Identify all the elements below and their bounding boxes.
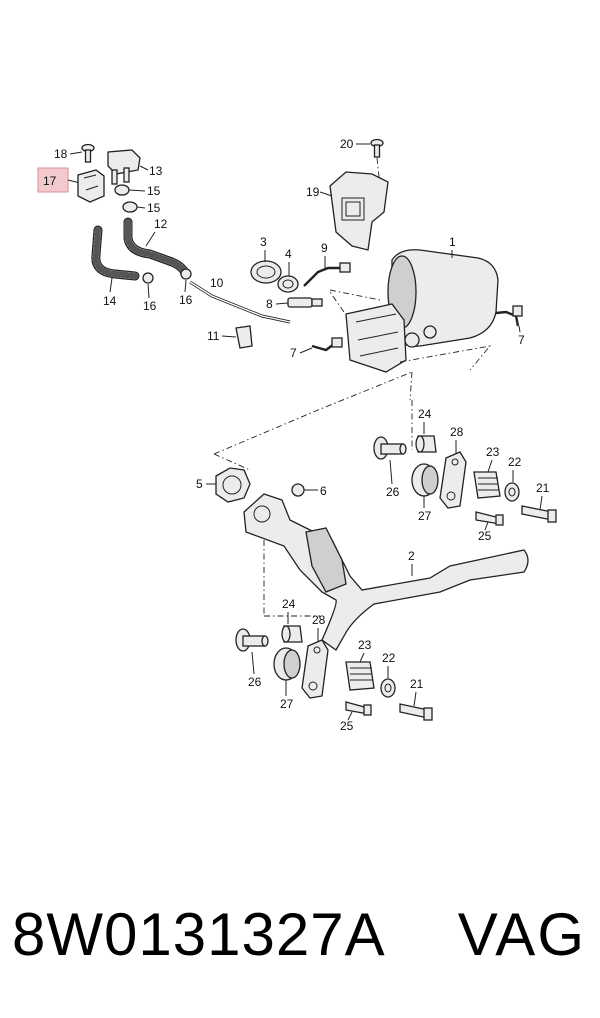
callout-27-lower: 27	[280, 697, 294, 711]
bracket-17	[77, 169, 105, 203]
callout-28-upper: 28	[450, 425, 464, 439]
callout-14: 14	[103, 294, 117, 308]
clip-11	[235, 325, 253, 349]
callout-20: 20	[340, 137, 354, 151]
callout-28-lower: 28	[312, 613, 326, 627]
callout-3: 3	[260, 235, 267, 249]
callout-16-left: 16	[143, 299, 157, 313]
callout-22-lower: 22	[382, 651, 396, 665]
callout-26-upper: 26	[386, 485, 400, 499]
brand-name: VAG	[457, 901, 586, 968]
callout-17: 17	[43, 174, 57, 188]
callout-19: 19	[306, 185, 320, 199]
part-number: 8W0131327A	[12, 901, 386, 968]
callout-2: 2	[408, 549, 415, 563]
pressure-sensor-13	[107, 149, 141, 175]
callout-1: 1	[449, 235, 456, 249]
heat-shield-19	[329, 171, 389, 251]
callout-15-lower: 15	[147, 201, 161, 215]
exhaust-parts-diagram: 17 18 13 15 15 14 12 16 16 10 11 20	[37, 137, 557, 733]
callout-26-lower: 26	[248, 675, 262, 689]
callout-16-right: 16	[179, 293, 193, 307]
callout-18: 18	[54, 147, 68, 161]
callout-17-highlight	[37, 167, 69, 193]
callout-9: 9	[321, 241, 328, 255]
callout-25-upper: 25	[478, 529, 492, 543]
callout-7-right: 7	[518, 333, 525, 347]
callout-21-upper: 21	[536, 481, 550, 495]
callout-5: 5	[196, 477, 203, 491]
hanger-28-upper	[439, 451, 467, 509]
callout-25-lower: 25	[340, 719, 354, 733]
callout-23-lower: 23	[358, 638, 372, 652]
callout-11: 11	[207, 329, 220, 343]
callout-4: 4	[285, 247, 292, 261]
callout-8: 8	[266, 297, 273, 311]
callout-10: 10	[210, 276, 224, 290]
footer: 8W0131327A VAG	[0, 895, 600, 975]
callout-23-upper: 23	[486, 445, 500, 459]
callout-24-upper: 24	[418, 407, 432, 421]
callout-15-upper: 15	[147, 184, 161, 198]
callout-13: 13	[149, 164, 163, 178]
callout-7-left: 7	[290, 346, 297, 360]
callout-24-lower: 24	[282, 597, 296, 611]
gasket-5	[215, 467, 251, 503]
callout-21-lower: 21	[410, 677, 424, 691]
callout-27-upper: 27	[418, 509, 432, 523]
callout-12: 12	[154, 217, 168, 231]
callout-6: 6	[320, 484, 327, 498]
hanger-28-lower	[301, 639, 329, 699]
callout-22-upper: 22	[508, 455, 522, 469]
